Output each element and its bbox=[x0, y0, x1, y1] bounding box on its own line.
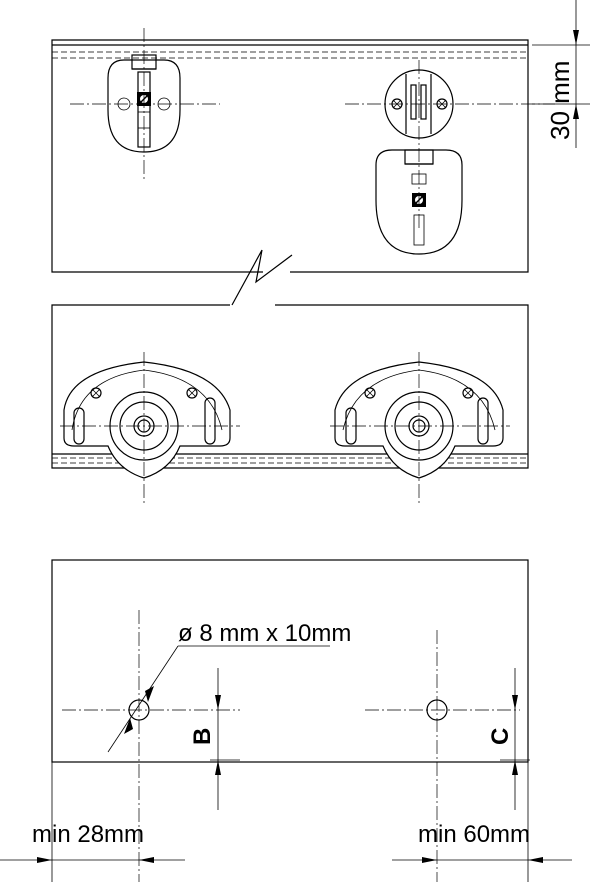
carriage-top-left bbox=[70, 28, 220, 180]
carriage-top-right-round bbox=[345, 69, 555, 139]
dimension-30mm: 30 mm bbox=[532, 0, 590, 148]
front-panel-outline bbox=[51, 304, 529, 469]
carriage-top-right-lower bbox=[375, 60, 463, 255]
dimension-c-label: C bbox=[487, 728, 514, 745]
top-panel-outline bbox=[51, 39, 529, 273]
dimension-b: B bbox=[189, 668, 240, 810]
drill-hole-right bbox=[426, 699, 448, 721]
break-mark bbox=[231, 249, 293, 306]
roller-left bbox=[60, 352, 240, 505]
drilling-view: ø 8 mm x 10mm B C min 28mm bbox=[0, 559, 572, 882]
dimension-30mm-label: 30 mm bbox=[545, 61, 575, 140]
dimension-b-label: B bbox=[189, 728, 216, 745]
front-view bbox=[51, 304, 529, 505]
dimension-min-28mm: min 28mm bbox=[0, 762, 185, 882]
hole-spec-leader: ø 8 mm x 10mm bbox=[107, 620, 351, 753]
roller-right bbox=[330, 352, 510, 505]
hole-spec-label: ø 8 mm x 10mm bbox=[178, 620, 351, 647]
dimension-min-60mm: min 60mm bbox=[392, 762, 572, 882]
top-view: 30 mm bbox=[51, 0, 590, 306]
drill-hole-left bbox=[128, 699, 150, 721]
dimension-min-60mm-label: min 60mm bbox=[418, 821, 530, 848]
drill-panel-outline bbox=[51, 559, 529, 763]
dimension-min-28mm-label: min 28mm bbox=[32, 821, 144, 848]
dimension-c: C bbox=[487, 668, 530, 810]
